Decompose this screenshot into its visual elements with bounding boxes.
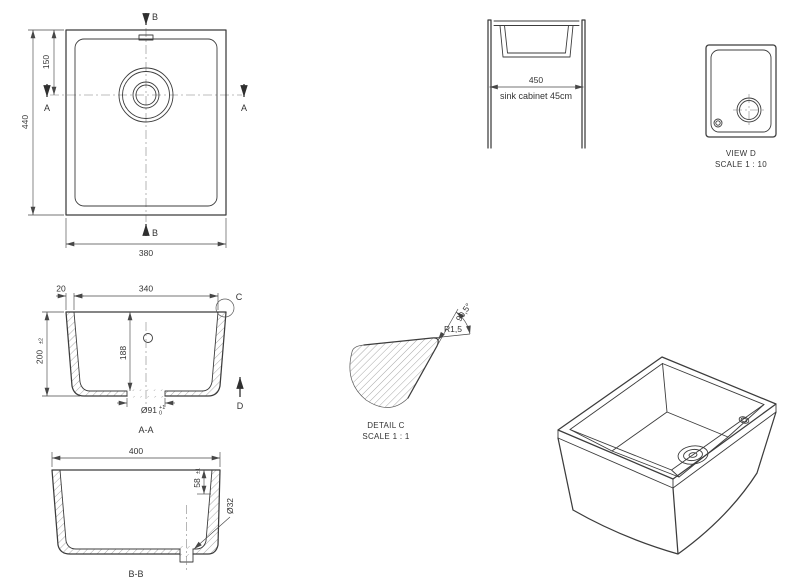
detail-c-hatch <box>349 337 439 408</box>
detail-c-view: 90,5° R1,5 DETAIL C SCALE 1 : 1 <box>349 301 474 441</box>
section-marker-a-right: A <box>241 103 247 113</box>
bb-hatch <box>52 470 220 557</box>
view-d: VIEW D SCALE 1 : 10 <box>705 44 777 169</box>
cabinet-sink-section <box>493 20 580 58</box>
plan-drain <box>118 67 174 123</box>
dim-label-380: 380 <box>139 248 153 258</box>
dim-label-200: 200 <box>35 350 45 364</box>
dim-label-angle: 90,5° <box>454 301 474 323</box>
detail-c-title: DETAIL C <box>367 421 405 430</box>
dim-label-150: 150 <box>41 55 51 69</box>
aa-hatch <box>66 312 226 398</box>
cabinet-front-view: 450 sink cabinet 45cm <box>487 19 586 149</box>
plan-overflow-slot <box>138 34 154 41</box>
dim-overall-width-380: 380 <box>65 218 227 258</box>
view-d-scale: SCALE 1 : 10 <box>715 160 767 169</box>
plan-view: B B A A 440 150 380 <box>20 12 248 258</box>
section-bb-caption: B-B <box>128 569 143 579</box>
dim-label-58: 58 <box>192 478 202 488</box>
section-aa-caption: A-A <box>138 425 153 435</box>
bb-outer-profile <box>51 469 221 555</box>
dim-tol-58: ±1 <box>196 468 202 474</box>
dim-label-450: 450 <box>529 75 543 85</box>
plan-sink-outer-edge <box>65 29 227 216</box>
iso-basin <box>569 363 765 478</box>
dim-tol-91-lower: 0 <box>159 411 162 417</box>
plan-bowl-inner-edge <box>74 38 218 207</box>
view-d-outer-edge <box>705 44 777 138</box>
dim-tol-91-upper: +1 <box>159 405 165 411</box>
dim-outlet-diameter-32: Ø32 <box>193 498 235 550</box>
dim-label-diameter-91: Ø91 <box>141 405 157 415</box>
dim-label-radius: R1,5 <box>444 324 462 334</box>
dim-label-20: 20 <box>56 284 66 294</box>
view-d-inner-edge <box>710 49 772 133</box>
dim-overall-width-400: 400 <box>51 446 221 467</box>
dim-tol-200: ±2 <box>39 338 45 344</box>
dim-label-340: 340 <box>139 284 153 294</box>
section-b-b: 400 58 ±1 Ø32 B-B <box>51 446 235 579</box>
section-marker-b-top: B <box>152 12 158 22</box>
detail-c-letter: C <box>236 292 243 302</box>
plan-section-line-a: A A <box>43 84 248 113</box>
plan-section-line-b: B B <box>142 12 158 238</box>
bb-inner-profile <box>59 469 213 550</box>
iso-rim-lip <box>557 403 777 489</box>
section-a-a: 20 340 200 ±2 188 Ø91 +1 0 C <box>35 284 244 436</box>
detail-c-break-line <box>349 344 409 408</box>
dim-overall-height-440: 440 <box>20 29 64 216</box>
iso-rim-inner <box>569 363 765 471</box>
detail-c-marker: C <box>215 292 243 318</box>
dim-label-188: 188 <box>118 346 128 360</box>
dim-label-440: 440 <box>20 115 30 129</box>
view-d-drain <box>733 94 765 126</box>
dim-label-diameter-32: Ø32 <box>225 498 235 514</box>
isometric-view <box>557 356 777 555</box>
view-d-title: VIEW D <box>726 149 756 158</box>
dim-label-400: 400 <box>129 446 143 456</box>
section-marker-b-bottom: B <box>152 228 158 238</box>
dim-drain-offset-150: 150 <box>41 30 57 95</box>
section-marker-a-left: A <box>44 103 50 113</box>
aa-inner-profile <box>73 311 219 397</box>
dim-bowl-depth-188: 188 <box>118 312 133 391</box>
iso-overflow-hole <box>738 416 750 424</box>
view-d-overflow-hole <box>713 118 723 128</box>
dim-offset-58: 58 ±1 <box>192 468 211 495</box>
dim-flange-20-and-bowl-340: 20 340 <box>56 284 219 310</box>
detail-c-scale: SCALE 1 : 1 <box>362 432 410 441</box>
dim-height-200: 200 ±2 <box>35 311 80 397</box>
dim-radius-r1-5: R1,5 <box>437 324 462 341</box>
dim-cabinet-450: 450 sink cabinet 45cm <box>489 75 584 101</box>
cabinet-sides <box>487 19 586 149</box>
cabinet-caption: sink cabinet 45cm <box>500 91 572 101</box>
iso-drain <box>677 445 709 465</box>
view-d-letter: D <box>237 401 244 411</box>
aa-outer-profile <box>65 311 227 397</box>
aa-overflow-hole <box>143 333 153 343</box>
dim-drain-diameter-91: Ø91 +1 0 <box>117 398 175 417</box>
view-d-arrow: D <box>236 376 244 411</box>
iso-body <box>557 411 777 555</box>
